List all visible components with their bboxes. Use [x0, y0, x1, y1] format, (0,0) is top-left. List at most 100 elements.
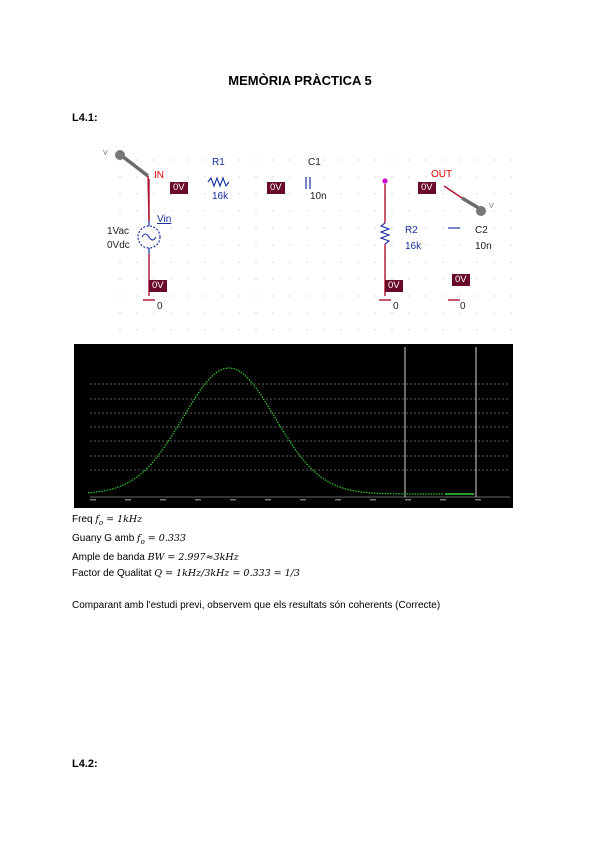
- grid-dot: [289, 210, 291, 212]
- grid-dot: [374, 176, 376, 178]
- ground-label-1: 0: [157, 301, 163, 312]
- grid-dot: [510, 329, 512, 331]
- voltage-probe-in-icon: [115, 150, 150, 178]
- grid-dot: [306, 210, 308, 212]
- grid-dot: [255, 176, 257, 178]
- grid-dot: [170, 159, 172, 161]
- grid-dot: [136, 193, 138, 195]
- source-dc-value: 0Vdc: [107, 240, 130, 251]
- grid-dot: [153, 312, 155, 314]
- grid-dot: [204, 295, 206, 297]
- grid-dot: [289, 295, 291, 297]
- grid-dot: [187, 312, 189, 314]
- grid-dot: [510, 295, 512, 297]
- grid-dot: [340, 295, 342, 297]
- grid-dot: [442, 210, 444, 212]
- plot-tick: [90, 499, 96, 501]
- frequency-response-plot: [74, 344, 513, 508]
- grid-dot: [510, 210, 512, 212]
- grid-dot: [425, 312, 427, 314]
- grid-dot: [289, 193, 291, 195]
- voltage-marker-in: 0V: [170, 182, 188, 194]
- resistor-r1-icon: [207, 176, 230, 188]
- voltage-marker-r2: 0V: [385, 280, 403, 292]
- grid-dot: [119, 244, 121, 246]
- grid-dot: [391, 278, 393, 280]
- grid-dot: [289, 176, 291, 178]
- grid-dot: [306, 312, 308, 314]
- source-name-vin: Vin: [157, 214, 172, 225]
- grid-dot: [459, 329, 461, 331]
- grid-dot: [493, 244, 495, 246]
- grid-dot: [425, 329, 427, 331]
- grid-dot: [340, 193, 342, 195]
- grid-dot: [306, 159, 308, 161]
- grid-dot: [391, 227, 393, 229]
- grid-dot: [221, 227, 223, 229]
- probe-out-label: V: [489, 203, 494, 210]
- grid-dot: [221, 244, 223, 246]
- grid-dot: [357, 176, 359, 178]
- grid-dot: [272, 329, 274, 331]
- grid-dot: [187, 295, 189, 297]
- grid-dot: [408, 261, 410, 263]
- grid-dot: [255, 227, 257, 229]
- grid-dot: [408, 278, 410, 280]
- grid-dot: [204, 244, 206, 246]
- section-heading-l42: L4.2:: [72, 758, 98, 770]
- grid-dot: [476, 193, 478, 195]
- r2-name: R2: [405, 225, 418, 236]
- grid-dot: [238, 261, 240, 263]
- grid-dot: [357, 210, 359, 212]
- section-heading-l41: L4.1:: [72, 112, 98, 124]
- grid-dot: [476, 295, 478, 297]
- grid-dot: [204, 210, 206, 212]
- plot-tick: [195, 499, 201, 501]
- grid-dot: [493, 261, 495, 263]
- grid-dot: [510, 312, 512, 314]
- grid-dot: [323, 261, 325, 263]
- grid-dot: [170, 312, 172, 314]
- grid-dot: [493, 312, 495, 314]
- grid-dot: [442, 329, 444, 331]
- grid-dot: [170, 244, 172, 246]
- grid-dot: [340, 329, 342, 331]
- grid-dot: [442, 278, 444, 280]
- grid-dot: [255, 244, 257, 246]
- grid-dot: [442, 176, 444, 178]
- grid-dot: [442, 227, 444, 229]
- grid-dot: [204, 329, 206, 331]
- grid-dot: [187, 278, 189, 280]
- probe-in-label: V: [103, 150, 108, 157]
- grid-dot: [306, 295, 308, 297]
- grid-dot: [204, 176, 206, 178]
- grid-dot: [187, 193, 189, 195]
- grid-dot: [442, 159, 444, 161]
- grid-dot: [221, 312, 223, 314]
- voltage-probe-out-icon: [461, 196, 486, 216]
- grid-dot: [476, 176, 478, 178]
- grid-dot: [119, 210, 121, 212]
- grid-dot: [476, 159, 478, 161]
- grid-dot: [374, 210, 376, 212]
- grid-dot: [204, 159, 206, 161]
- grid-dot: [238, 278, 240, 280]
- grid-dot: [323, 159, 325, 161]
- grid-dot: [289, 261, 291, 263]
- r1-name: R1: [212, 157, 225, 168]
- grid-dot: [272, 210, 274, 212]
- grid-dot: [187, 227, 189, 229]
- grid-dot: [272, 312, 274, 314]
- grid-dot: [391, 329, 393, 331]
- grid-dot: [272, 295, 274, 297]
- grid-dot: [238, 244, 240, 246]
- grid-dot: [221, 193, 223, 195]
- grid-dot: [136, 176, 138, 178]
- net-label-in: IN: [154, 170, 164, 181]
- grid-dot: [136, 210, 138, 212]
- grid-dot: [391, 210, 393, 212]
- grid-dot: [238, 295, 240, 297]
- grid-dot: [323, 295, 325, 297]
- grid-dot: [459, 176, 461, 178]
- grid-dot: [289, 312, 291, 314]
